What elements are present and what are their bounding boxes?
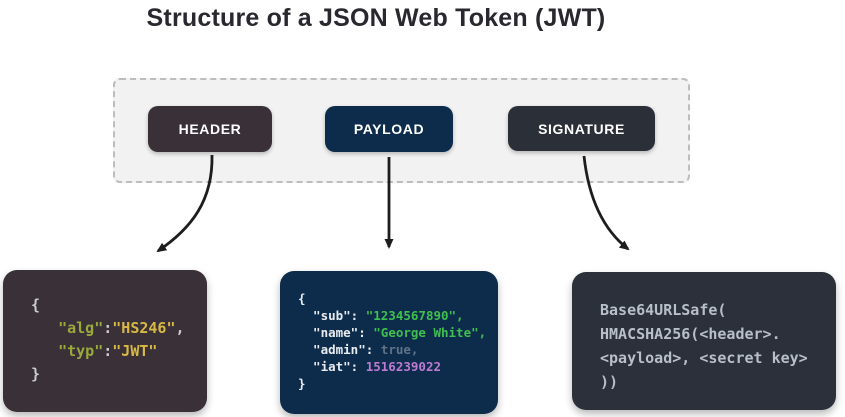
header-badge-label: HEADER [178, 121, 242, 137]
signature-code-box: Base64URLSafe(HMACSHA256(<header>.<paylo… [572, 272, 836, 410]
payload-code-box: { "sub": "1234567890", "name": "George W… [280, 271, 498, 414]
payload-code: { "sub": "1234567890", "name": "George W… [298, 291, 487, 391]
header-code: { "alg":"HS246", "typ":"JWT"} [31, 296, 185, 383]
diagram-title: Structure of a JSON Web Token (JWT) [146, 4, 606, 32]
header-badge: HEADER [148, 106, 272, 152]
signature-code: Base64URLSafe(HMACSHA256(<header>.<paylo… [600, 301, 808, 391]
signature-badge-label: SIGNATURE [538, 120, 625, 137]
payload-badge: PAYLOAD [325, 106, 453, 152]
header-code-box: { "alg":"HS246", "typ":"JWT"} [3, 270, 207, 412]
payload-badge-label: PAYLOAD [353, 121, 425, 137]
signature-badge: SIGNATURE [508, 106, 655, 151]
